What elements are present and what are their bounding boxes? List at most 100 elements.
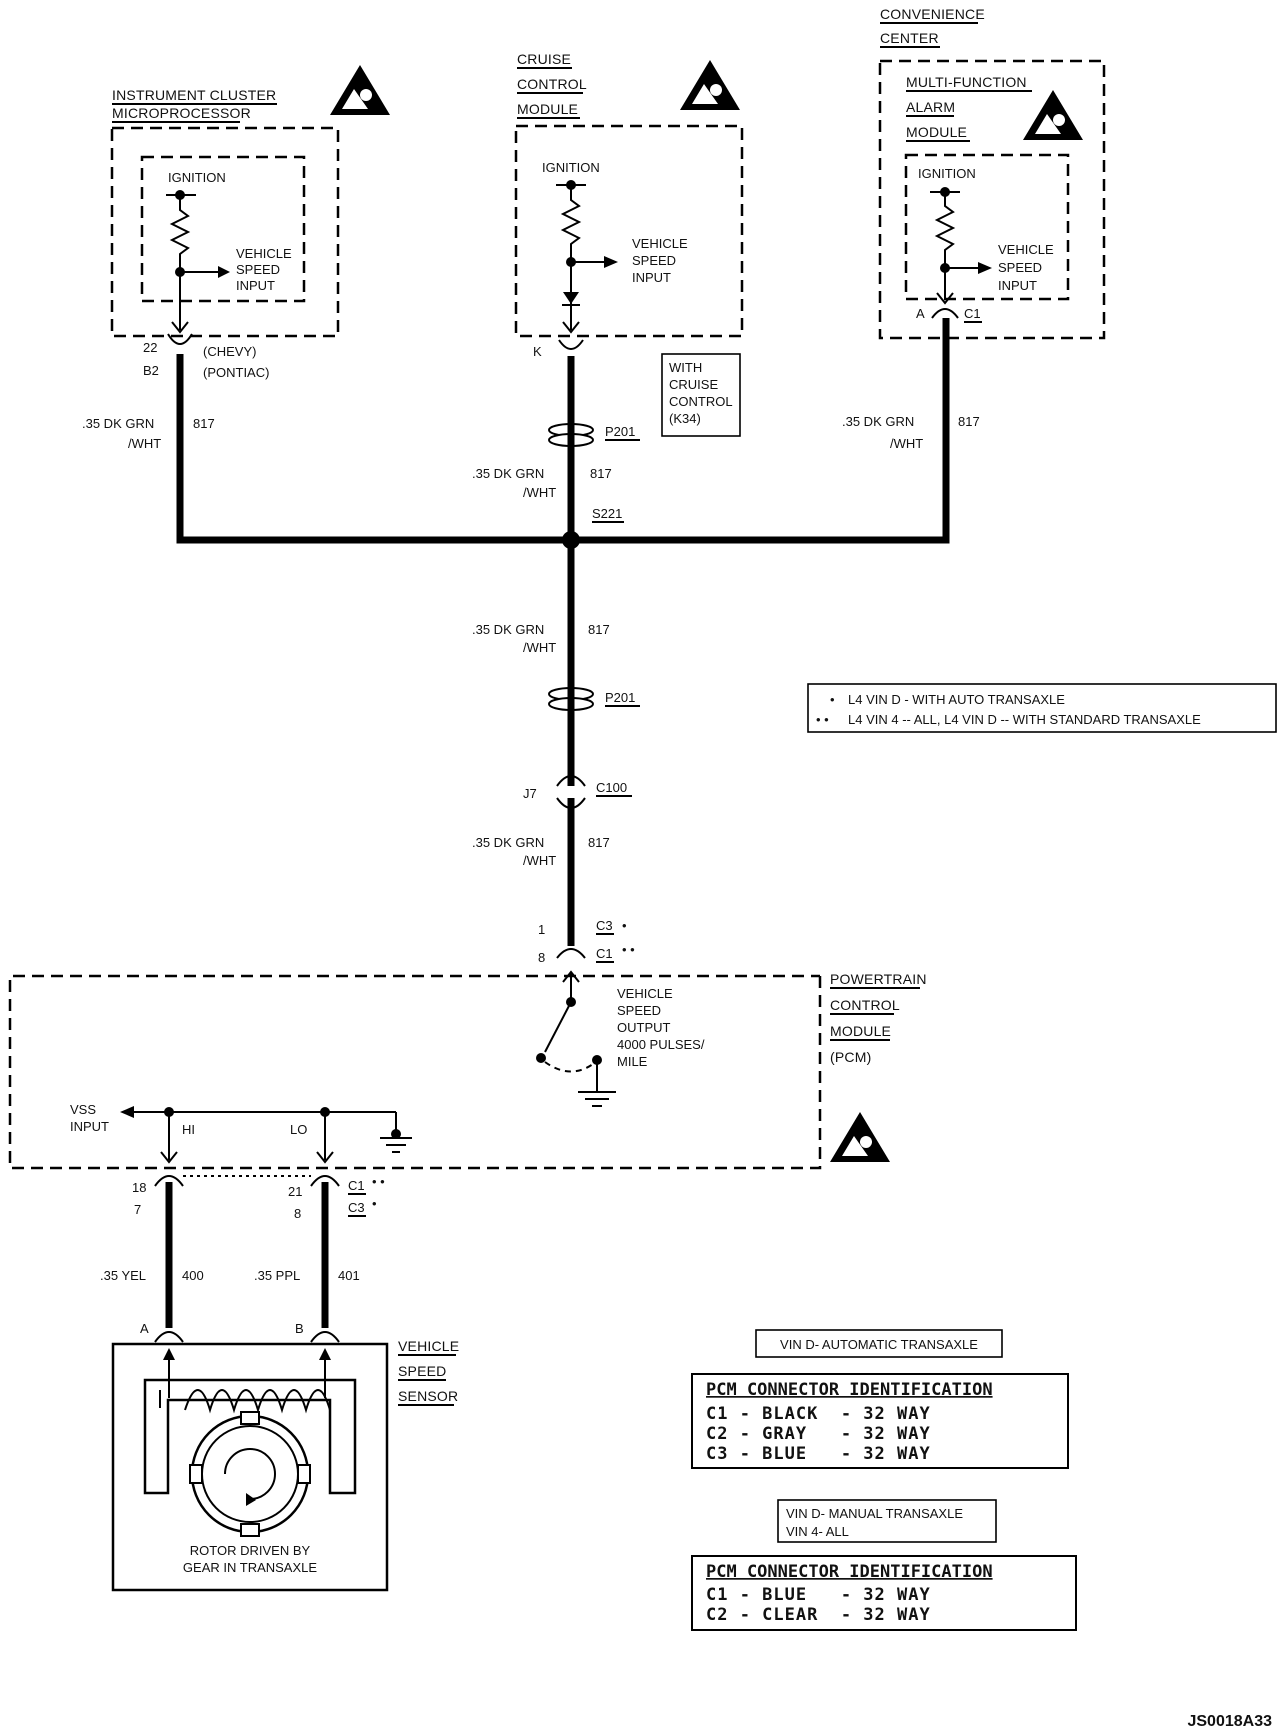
trunk1-wire-gauge: .35 DK GRN: [472, 622, 544, 637]
pcm-bottom-conn-c1: C1: [348, 1178, 365, 1193]
pcm-title-4: (PCM): [830, 1049, 871, 1065]
cruise-boundary: [514, 124, 744, 338]
ic-input-label-3: INPUT: [236, 278, 275, 293]
alarm-title-3: MODULE: [906, 124, 967, 140]
pcm-title-2: CONTROL: [830, 997, 900, 1013]
alarm-title-2: ALARM: [906, 99, 955, 115]
pcm-hi-pin-18: 18: [132, 1180, 146, 1195]
table2-row-2: C2 - CLEAR - 32 WAY: [706, 1605, 931, 1625]
cruise-wire-color: /WHT: [523, 485, 556, 500]
convenience-boundary: [878, 59, 1106, 340]
ic-variant-pontiac: (PONTIAC): [203, 365, 269, 380]
cruise-title-2: CONTROL: [517, 76, 587, 92]
cruise-title-1: CRUISE: [517, 51, 571, 67]
left-wire-gauge: .35 DK GRN: [82, 416, 154, 431]
trunk1-wire-circuit: 817: [588, 622, 610, 637]
table1-title: PCM CONNECTOR IDENTIFICATION: [706, 1380, 993, 1400]
cruise-pin-k: K: [533, 344, 542, 359]
pcm-boundary: [8, 974, 822, 1170]
pcm-top-pin-1: 1: [538, 922, 545, 937]
cruise-control-module: CRUISE CONTROL MODULE IGNITION VEHICLE S…: [514, 51, 744, 437]
esd-icon: [1023, 90, 1083, 140]
pcm-bottom-conn-c3: C3: [348, 1200, 365, 1215]
legend-item-2: L4 VIN 4 -- ALL, L4 VIN D -- WITH STANDA…: [848, 712, 1201, 727]
vss-input-label-2: INPUT: [70, 1119, 109, 1134]
ic-pin-22: 22: [143, 340, 157, 355]
vss-pin-b: B: [295, 1321, 304, 1336]
vehicle-speed-sensor: VEHICLE SPEED SENSOR ROTOR DRIVEN BY GEA…: [111, 1338, 459, 1592]
cruise-ignition-label: IGNITION: [542, 160, 600, 175]
p201-mid-label: P201: [605, 690, 635, 705]
pcm-output-4: 4000 PULSES/: [617, 1037, 705, 1052]
cruise-input-label-2: SPEED: [632, 253, 676, 268]
ic-input-label-2: SPEED: [236, 262, 280, 277]
pcm-title-1: POWERTRAIN: [830, 971, 927, 987]
table2-header-1: VIN D- MANUAL TRANSAXLE: [786, 1506, 963, 1521]
ic-input-label-1: VEHICLE: [236, 246, 292, 261]
legend-box: • L4 VIN D - WITH AUTO TRANSAXLE • • L4 …: [807, 683, 1277, 733]
cruise-wire-gauge: .35 DK GRN: [472, 466, 544, 481]
connector-p201-mid: [548, 686, 594, 712]
p201-top-label: P201: [605, 424, 635, 439]
legend-mark-double-bottom: • •: [372, 1174, 385, 1189]
vss-hi-wire-circuit: 400: [182, 1268, 204, 1283]
s221-label: S221: [592, 506, 622, 521]
pcm-hi-label: HI: [182, 1122, 195, 1137]
vss-lo-wire-circuit: 401: [338, 1268, 360, 1283]
legend-mark-1: •: [830, 692, 835, 707]
cruise-title-3: MODULE: [517, 101, 578, 117]
ic-ignition-label: IGNITION: [168, 170, 226, 185]
c100-pin-label: J7: [523, 786, 537, 801]
trunk2-wire-circuit: 817: [588, 835, 610, 850]
table1-row-1: C1 - BLACK - 32 WAY: [706, 1404, 931, 1424]
right-wire-color: /WHT: [890, 436, 923, 451]
vss-pin-a: A: [140, 1321, 149, 1336]
pcm-module: POWERTRAIN CONTROL MODULE (PCM) VEHICLE …: [8, 970, 927, 1221]
alarm-connector-c1: C1: [964, 306, 981, 321]
instrument-cluster-subtitle: MICROPROCESSOR: [112, 105, 251, 121]
vss-title-1: VEHICLE: [398, 1338, 459, 1354]
pcm-output-5: MILE: [617, 1054, 648, 1069]
pcm-title-3: MODULE: [830, 1023, 891, 1039]
table2-header-2: VIN 4- ALL: [786, 1524, 849, 1539]
esd-icon: [830, 1112, 890, 1162]
instrument-cluster-module: INSTRUMENT CLUSTER MICROPROCESSOR IGNITI…: [110, 65, 390, 380]
pcm-lo-pin-8: 8: [294, 1206, 301, 1221]
trunk1-wire-color: /WHT: [523, 640, 556, 655]
right-wire-circuit: 817: [958, 414, 980, 429]
table2-title: PCM CONNECTOR IDENTIFICATION: [706, 1562, 993, 1582]
instrument-cluster-boundary: [110, 126, 340, 338]
pcm-top-conn-c1: C1: [596, 946, 613, 961]
vss-wires: .35 YEL 400 .35 PPL 401 A B: [100, 1182, 360, 1343]
pcm-output-1: VEHICLE: [617, 986, 673, 1001]
ic-variant-chevy: (CHEVY): [203, 344, 256, 359]
left-wire-color: /WHT: [128, 436, 161, 451]
cruise-note-3: CONTROL: [669, 394, 733, 409]
convenience-title-1: CONVENIENCE: [880, 6, 985, 22]
pcm-connector-table-auto: VIN D- AUTOMATIC TRANSAXLE PCM CONNECTOR…: [691, 1329, 1069, 1469]
pcm-output-2: SPEED: [617, 1003, 661, 1018]
figure-id: JS0018A33: [1187, 1713, 1272, 1730]
legend-item-1: L4 VIN D - WITH AUTO TRANSAXLE: [848, 692, 1065, 707]
vss-input-label-1: VSS: [70, 1102, 96, 1117]
esd-icon: [680, 60, 740, 110]
alarm-input-label-3: INPUT: [998, 278, 1037, 293]
legend-mark-single-bottom: •: [372, 1196, 377, 1211]
instrument-cluster-inner-boundary: [140, 155, 306, 303]
pcm-hi-pin-7: 7: [134, 1202, 141, 1217]
legend-mark-single: •: [622, 918, 627, 933]
convenience-center-module: CONVENIENCE CENTER MULTI-FUNCTION ALARM …: [878, 6, 1106, 340]
alarm-inner-boundary: [904, 153, 1070, 301]
pcm-lo-pin-21: 21: [288, 1184, 302, 1199]
right-wire-gauge: .35 DK GRN: [842, 414, 914, 429]
cruise-option-note: [661, 353, 741, 437]
cruise-wire-circuit: 817: [590, 466, 612, 481]
instrument-cluster-title: INSTRUMENT CLUSTER: [112, 87, 276, 103]
vss-hi-wire-gauge: .35 YEL: [100, 1268, 146, 1283]
vss-lo-wire-gauge: .35 PPL: [254, 1268, 300, 1283]
vss-title-3: SENSOR: [398, 1388, 458, 1404]
trunk2-wire-color: /WHT: [523, 853, 556, 868]
connector-p201-top: [548, 422, 594, 448]
alarm-input-label-1: VEHICLE: [998, 242, 1054, 257]
